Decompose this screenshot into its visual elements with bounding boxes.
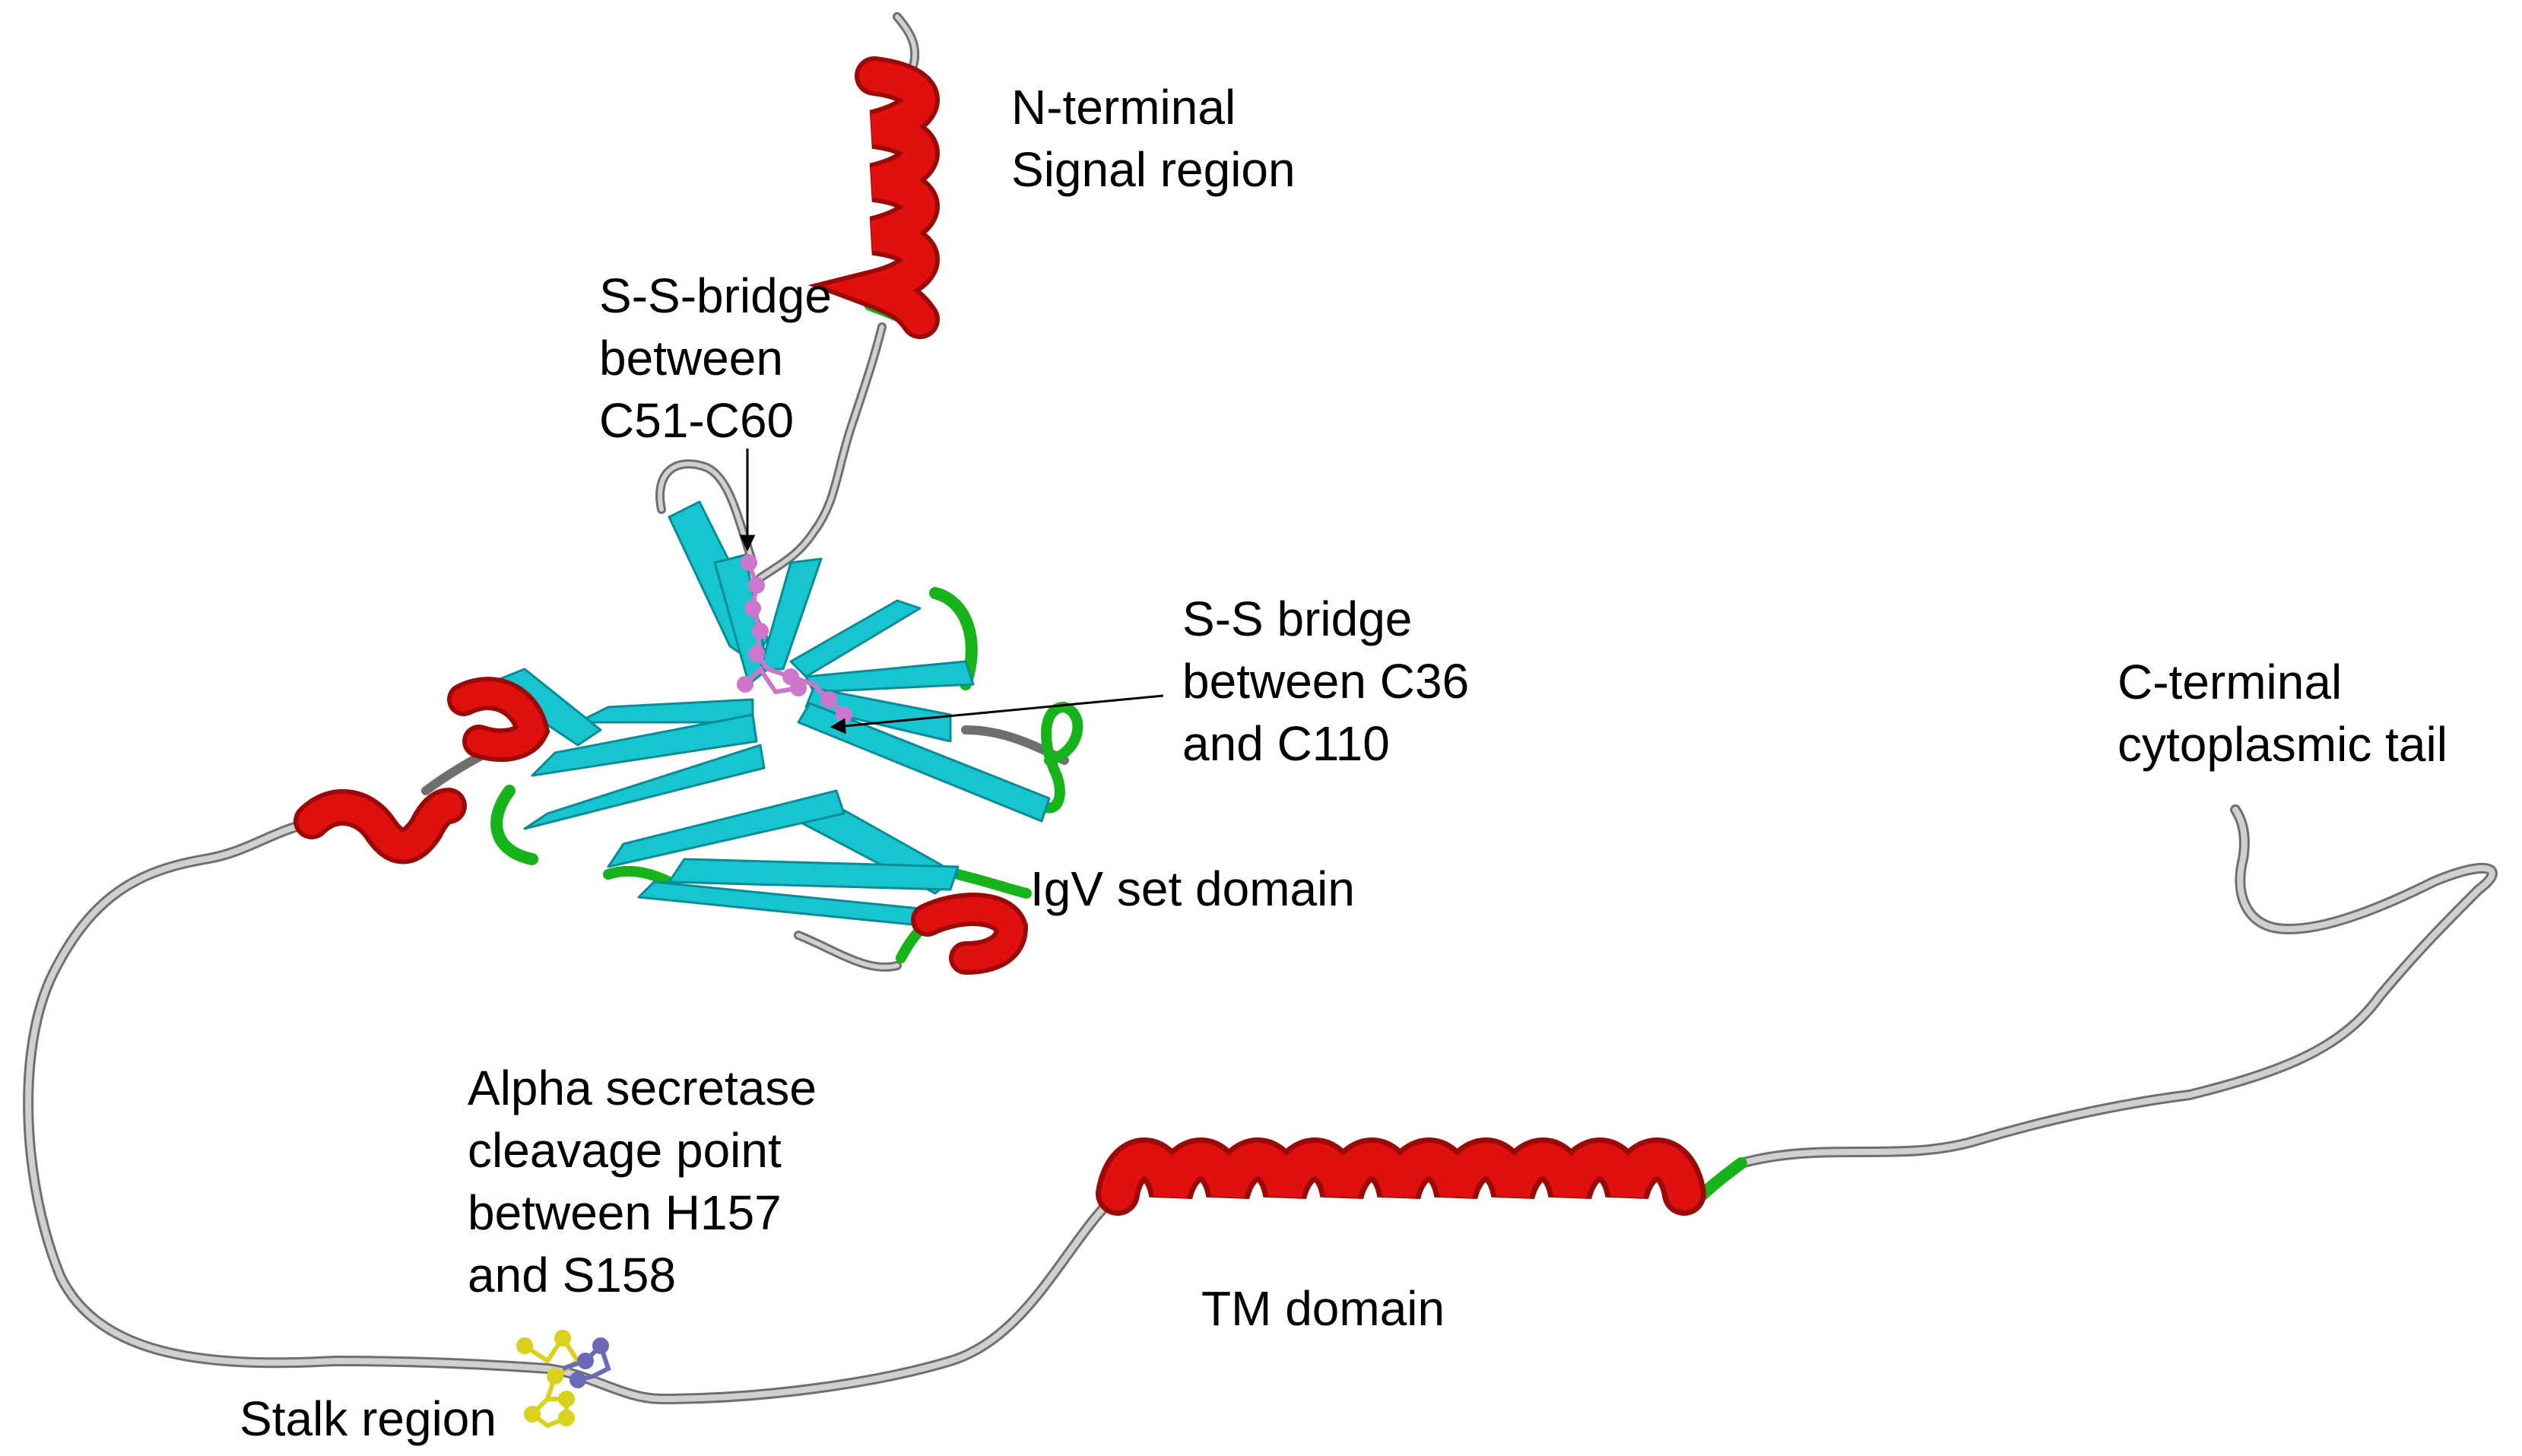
stalk-residues: [516, 1330, 611, 1429]
helix-igv-bottom: [911, 893, 1029, 975]
arrow-c36-c110: [843, 694, 1164, 728]
annotation-arrows: [739, 449, 1164, 734]
turn-igv-right-loop: [1036, 701, 1083, 814]
label-ss-bridge-c36-c110: S-S bridge between C36 and C110: [1182, 592, 1470, 771]
helix-signal-region: [807, 56, 940, 339]
turn-igv-right: [929, 587, 978, 690]
beta-strand: [797, 702, 1051, 823]
beta-strand: [523, 744, 766, 830]
helix-igv-left-1: [447, 677, 550, 762]
beta-strand: [759, 557, 823, 671]
disulfide-bridge-residues: [737, 554, 852, 723]
label-stalk-region: Stalk region: [240, 1391, 496, 1446]
label-igv-set-domain: IgV set domain: [1030, 861, 1355, 916]
stalk-residue-blue: [562, 1337, 611, 1388]
beta-strand: [668, 858, 960, 891]
igv-beta-sheet: [485, 500, 1051, 929]
helix-tm-domain: [1096, 1137, 1706, 1216]
beta-strand: [804, 687, 952, 743]
label-n-terminal-signal-region: N-terminal Signal region: [1011, 80, 1296, 197]
beta-strand: [789, 599, 922, 678]
helices: [293, 56, 1706, 1216]
label-tm-domain: TM domain: [1201, 1281, 1445, 1336]
turn-igv-bottom: [603, 865, 674, 887]
beta-strand: [804, 660, 975, 693]
label-ss-bridge-c51-c60: S-S-bridge between C51-C60: [599, 268, 832, 448]
beta-strand: [607, 789, 845, 868]
turn-igv-left: [490, 785, 538, 865]
coil-c-terminal: [1736, 804, 2498, 1169]
stalk-residue-yellow: [516, 1330, 582, 1429]
label-alpha-secretase-cleavage: Alpha secretase cleavage point between H…: [468, 1061, 817, 1302]
beta-strand: [576, 698, 754, 724]
helix-igv-left-2: [293, 788, 467, 864]
label-c-terminal-tail: C-terminal cytoplasmic tail: [2118, 655, 2447, 772]
beta-strand: [531, 713, 758, 777]
turn-igv-bottom-right: [953, 869, 1032, 899]
